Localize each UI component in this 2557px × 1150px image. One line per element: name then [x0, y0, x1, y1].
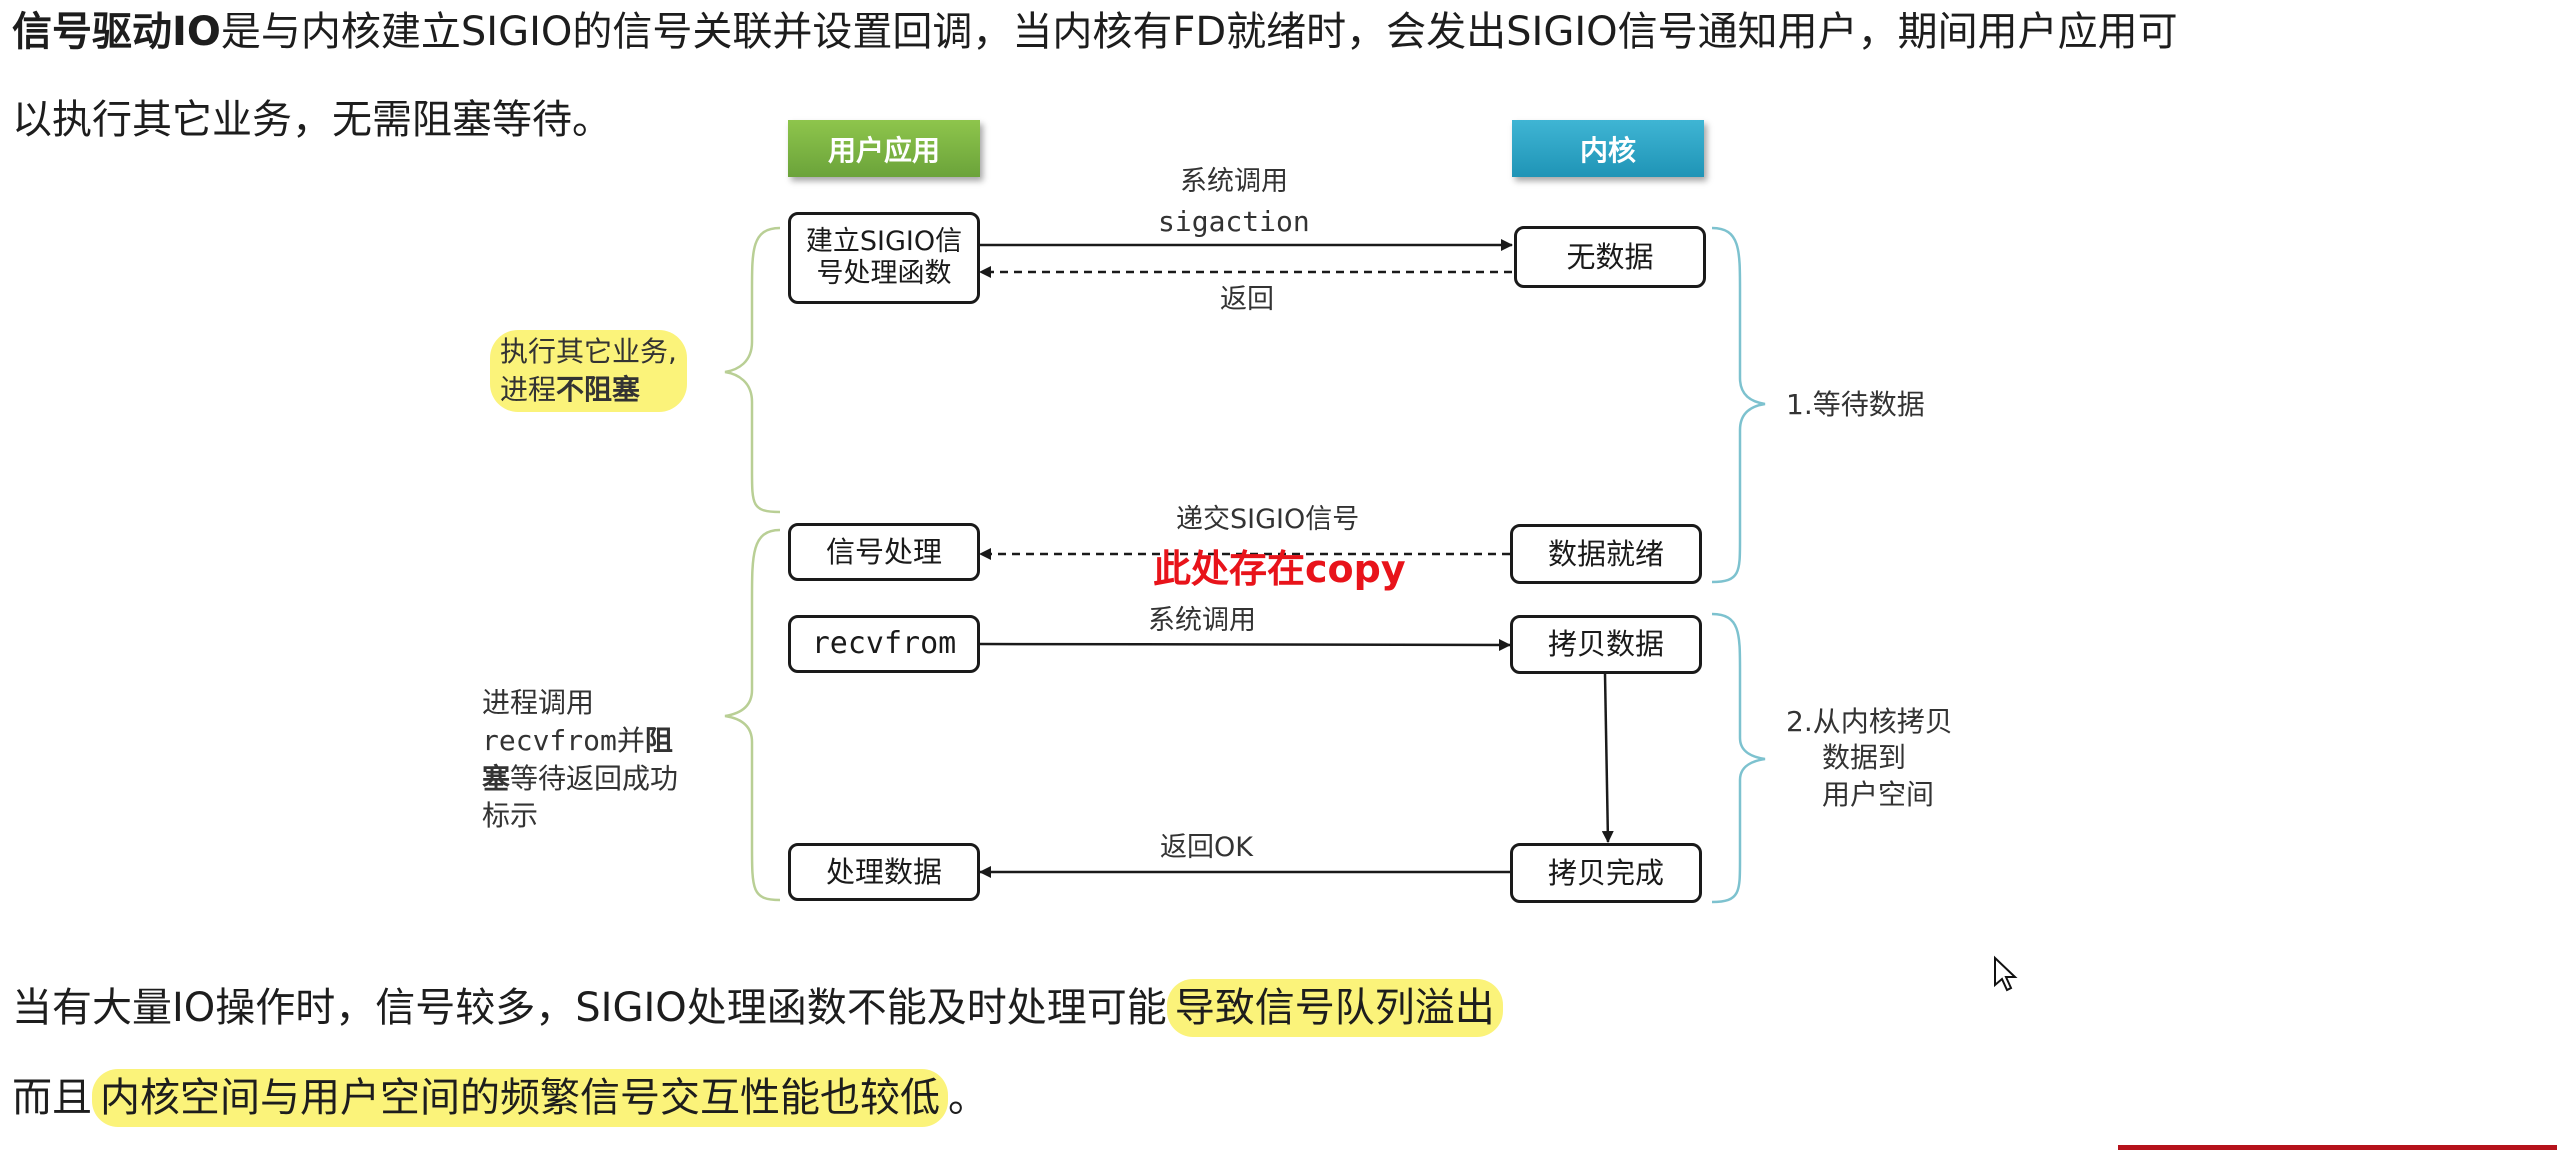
recvfrom-box: recvfrom	[788, 615, 980, 673]
stage-2-label: 2.从内核拷贝 数据到 用户空间	[1786, 704, 1953, 813]
sigaction-label: sigaction	[1158, 205, 1310, 238]
setup-line-1: 建立SIGIO信	[805, 225, 963, 257]
stage-1-label: 1.等待数据	[1786, 388, 1925, 421]
arrow-syscall-recvfrom	[979, 638, 1511, 651]
stage-2-line-2: 数据到	[1822, 741, 1907, 775]
outro-line-2-pre: 而且	[12, 1075, 92, 1121]
brace-nonblocking	[724, 226, 781, 514]
user-app-header: 用户应用	[788, 120, 980, 177]
setup-line-2: 号处理函数	[816, 258, 952, 289]
cursor-icon	[1994, 955, 2018, 992]
copy-annotation: 此处存在copy	[1153, 547, 1406, 591]
stage-2-line-3: 用户空间	[1822, 777, 1935, 811]
blocking-line-4: 标示	[482, 799, 539, 833]
edge-red-bar	[2118, 1145, 2557, 1150]
nonblocking-line-2: 进程不阻塞	[500, 371, 677, 409]
copy-data-box: 拷贝数据	[1510, 615, 1702, 674]
blocking-line-2-bold: 阻	[644, 723, 673, 757]
nonblocking-label: 执行其它业务, 进程不阻塞	[490, 330, 687, 412]
intro-bold-term: 信号驱动IO	[12, 9, 221, 55]
intro-line-2: 以执行其它业务，无需阻塞等待。	[12, 97, 612, 143]
intro-line-1-text: 是与内核建立SIGIO的信号关联并设置回调，当内核有FD就绪时，会发出SIGIO…	[220, 9, 2178, 55]
brace-stage-2	[1711, 612, 1766, 904]
return-ok-label: 返回OK	[1160, 832, 1253, 863]
outro-highlight-2: 内核空间与用户空间的频繁信号交互性能也较低	[92, 1069, 948, 1127]
syscall-label-2: 系统调用	[1148, 605, 1256, 636]
outro-line-1: 当有大量IO操作时，信号较多，SIGIO处理函数不能及时处理可能导致信号队列溢出	[12, 979, 1503, 1037]
blocking-line-2-pre: recvfrom并	[482, 723, 645, 757]
outro-highlight-1: 导致信号队列溢出	[1166, 979, 1503, 1037]
setup-sigio-handler-box: 建立SIGIO信号处理函数	[788, 212, 980, 304]
data-ready-box: 数据就绪	[1510, 524, 1702, 584]
blocking-line-3-rest: 等待返回成功	[510, 761, 679, 795]
copy-done-box: 拷贝完成	[1510, 843, 1702, 903]
signal-handle-box: 信号处理	[788, 523, 980, 581]
return-label: 返回	[1220, 284, 1274, 315]
arrow-copy-down	[1601, 673, 1614, 843]
brace-stage-1	[1711, 226, 1766, 584]
outro-line-2: 而且内核空间与用户空间的频繁信号交互性能也较低。	[12, 1069, 988, 1127]
nonblocking-line-1: 执行其它业务,	[500, 335, 677, 368]
intro-line-1: 信号驱动IO是与内核建立SIGIO的信号关联并设置回调，当内核有FD就绪时，会发…	[12, 12, 2178, 52]
blocking-line-1: 进程调用	[482, 686, 595, 719]
stage-2-line-1: 2.从内核拷贝	[1786, 705, 1953, 738]
nonblocking-pre: 进程	[500, 372, 557, 406]
blocking-label: 进程调用 recvfrom并阻 塞等待返回成功 标示	[482, 684, 678, 835]
outro-line-2-end: 。	[948, 1075, 988, 1121]
process-data-box: 处理数据	[788, 843, 980, 901]
nonblocking-bold: 不阻塞	[556, 372, 641, 406]
blocking-line-2: recvfrom并阻	[482, 722, 678, 760]
blocking-line-3: 塞等待返回成功	[482, 760, 678, 798]
blocking-line-3-bold: 塞	[482, 761, 511, 795]
outro-line-1-text: 当有大量IO操作时，信号较多，SIGIO处理函数不能及时处理可能	[12, 985, 1167, 1031]
deliver-sigio-label: 递交SIGIO信号	[1176, 504, 1360, 535]
syscall-label-1: 系统调用	[1180, 166, 1288, 197]
brace-blocking	[724, 528, 781, 902]
kernel-header: 内核	[1512, 120, 1704, 177]
no-data-box: 无数据	[1514, 226, 1706, 288]
